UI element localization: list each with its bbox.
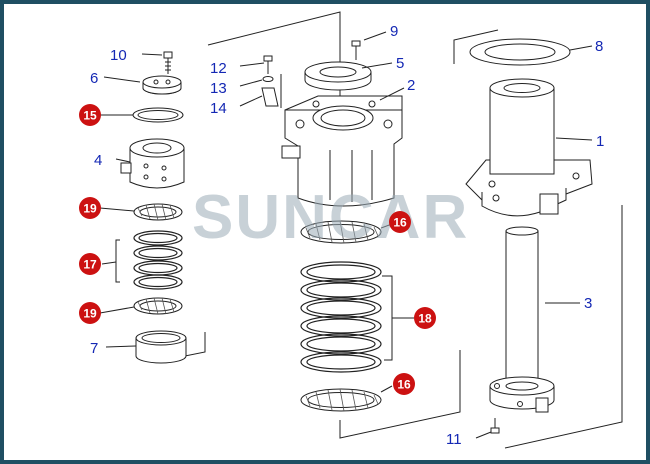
part-14-clip (261, 74, 282, 108)
part-2-housing (281, 95, 403, 207)
badge-18: 18 (414, 307, 436, 329)
part-15-oring (132, 107, 184, 123)
part-18-spring-stack (300, 261, 382, 373)
part-6-cap (142, 75, 182, 95)
label-12: 12 (210, 60, 227, 77)
watermark: SUNCAR (192, 183, 469, 252)
badge-19-upper: 19 (79, 197, 101, 219)
part-17-spring-stack (115, 230, 183, 290)
badge-19-lower: 19 (79, 302, 101, 324)
svg-text:18: 18 (418, 312, 432, 326)
svg-text:19: 19 (83, 202, 97, 216)
part-9-screw (351, 40, 361, 60)
part-10-bolt (163, 51, 173, 74)
part-16-ring-lower (300, 388, 382, 412)
part-3-shaft (489, 226, 555, 413)
badge-16-upper: 16 (389, 211, 411, 233)
label-10: 10 (110, 47, 127, 64)
part-7-bushing (135, 330, 187, 364)
part-16-ring-upper (300, 220, 382, 244)
badge-labels: 15 16 16 17 18 19 19 (79, 104, 436, 395)
label-2: 2 (407, 77, 415, 94)
label-14: 14 (210, 100, 227, 117)
label-6: 6 (90, 70, 98, 87)
leader-lines (99, 31, 593, 439)
label-5: 5 (396, 55, 404, 72)
label-7: 7 (90, 340, 98, 357)
label-8: 8 (595, 38, 603, 55)
part-11-bolt (490, 418, 500, 434)
label-11: 11 (446, 431, 462, 448)
badge-16-lower: 16 (393, 373, 415, 395)
part-19-ring-lower (133, 297, 183, 315)
part-19-ring-upper (133, 203, 183, 221)
part-5-retainer (304, 61, 372, 91)
part-labels: 1 2 3 4 5 6 7 8 9 10 11 12 13 14 (90, 23, 604, 448)
svg-text:16: 16 (393, 216, 407, 230)
part-1-cylinder (465, 78, 593, 217)
label-13: 13 (210, 80, 227, 97)
right-bracket-lines (453, 29, 623, 449)
part-12-bolt (263, 55, 273, 74)
part-13-washer (262, 76, 274, 82)
badge-17: 17 (79, 253, 101, 275)
label-9: 9 (390, 23, 398, 40)
svg-text:19: 19 (83, 307, 97, 321)
svg-text:16: 16 (397, 378, 411, 392)
label-3: 3 (584, 295, 592, 312)
svg-text:17: 17 (83, 258, 97, 272)
label-1: 1 (596, 133, 604, 150)
part-4-block (120, 138, 185, 189)
svg-text:15: 15 (83, 109, 97, 123)
badge-15: 15 (79, 104, 101, 126)
label-4: 4 (94, 152, 102, 169)
part-8-gasket (469, 38, 571, 66)
